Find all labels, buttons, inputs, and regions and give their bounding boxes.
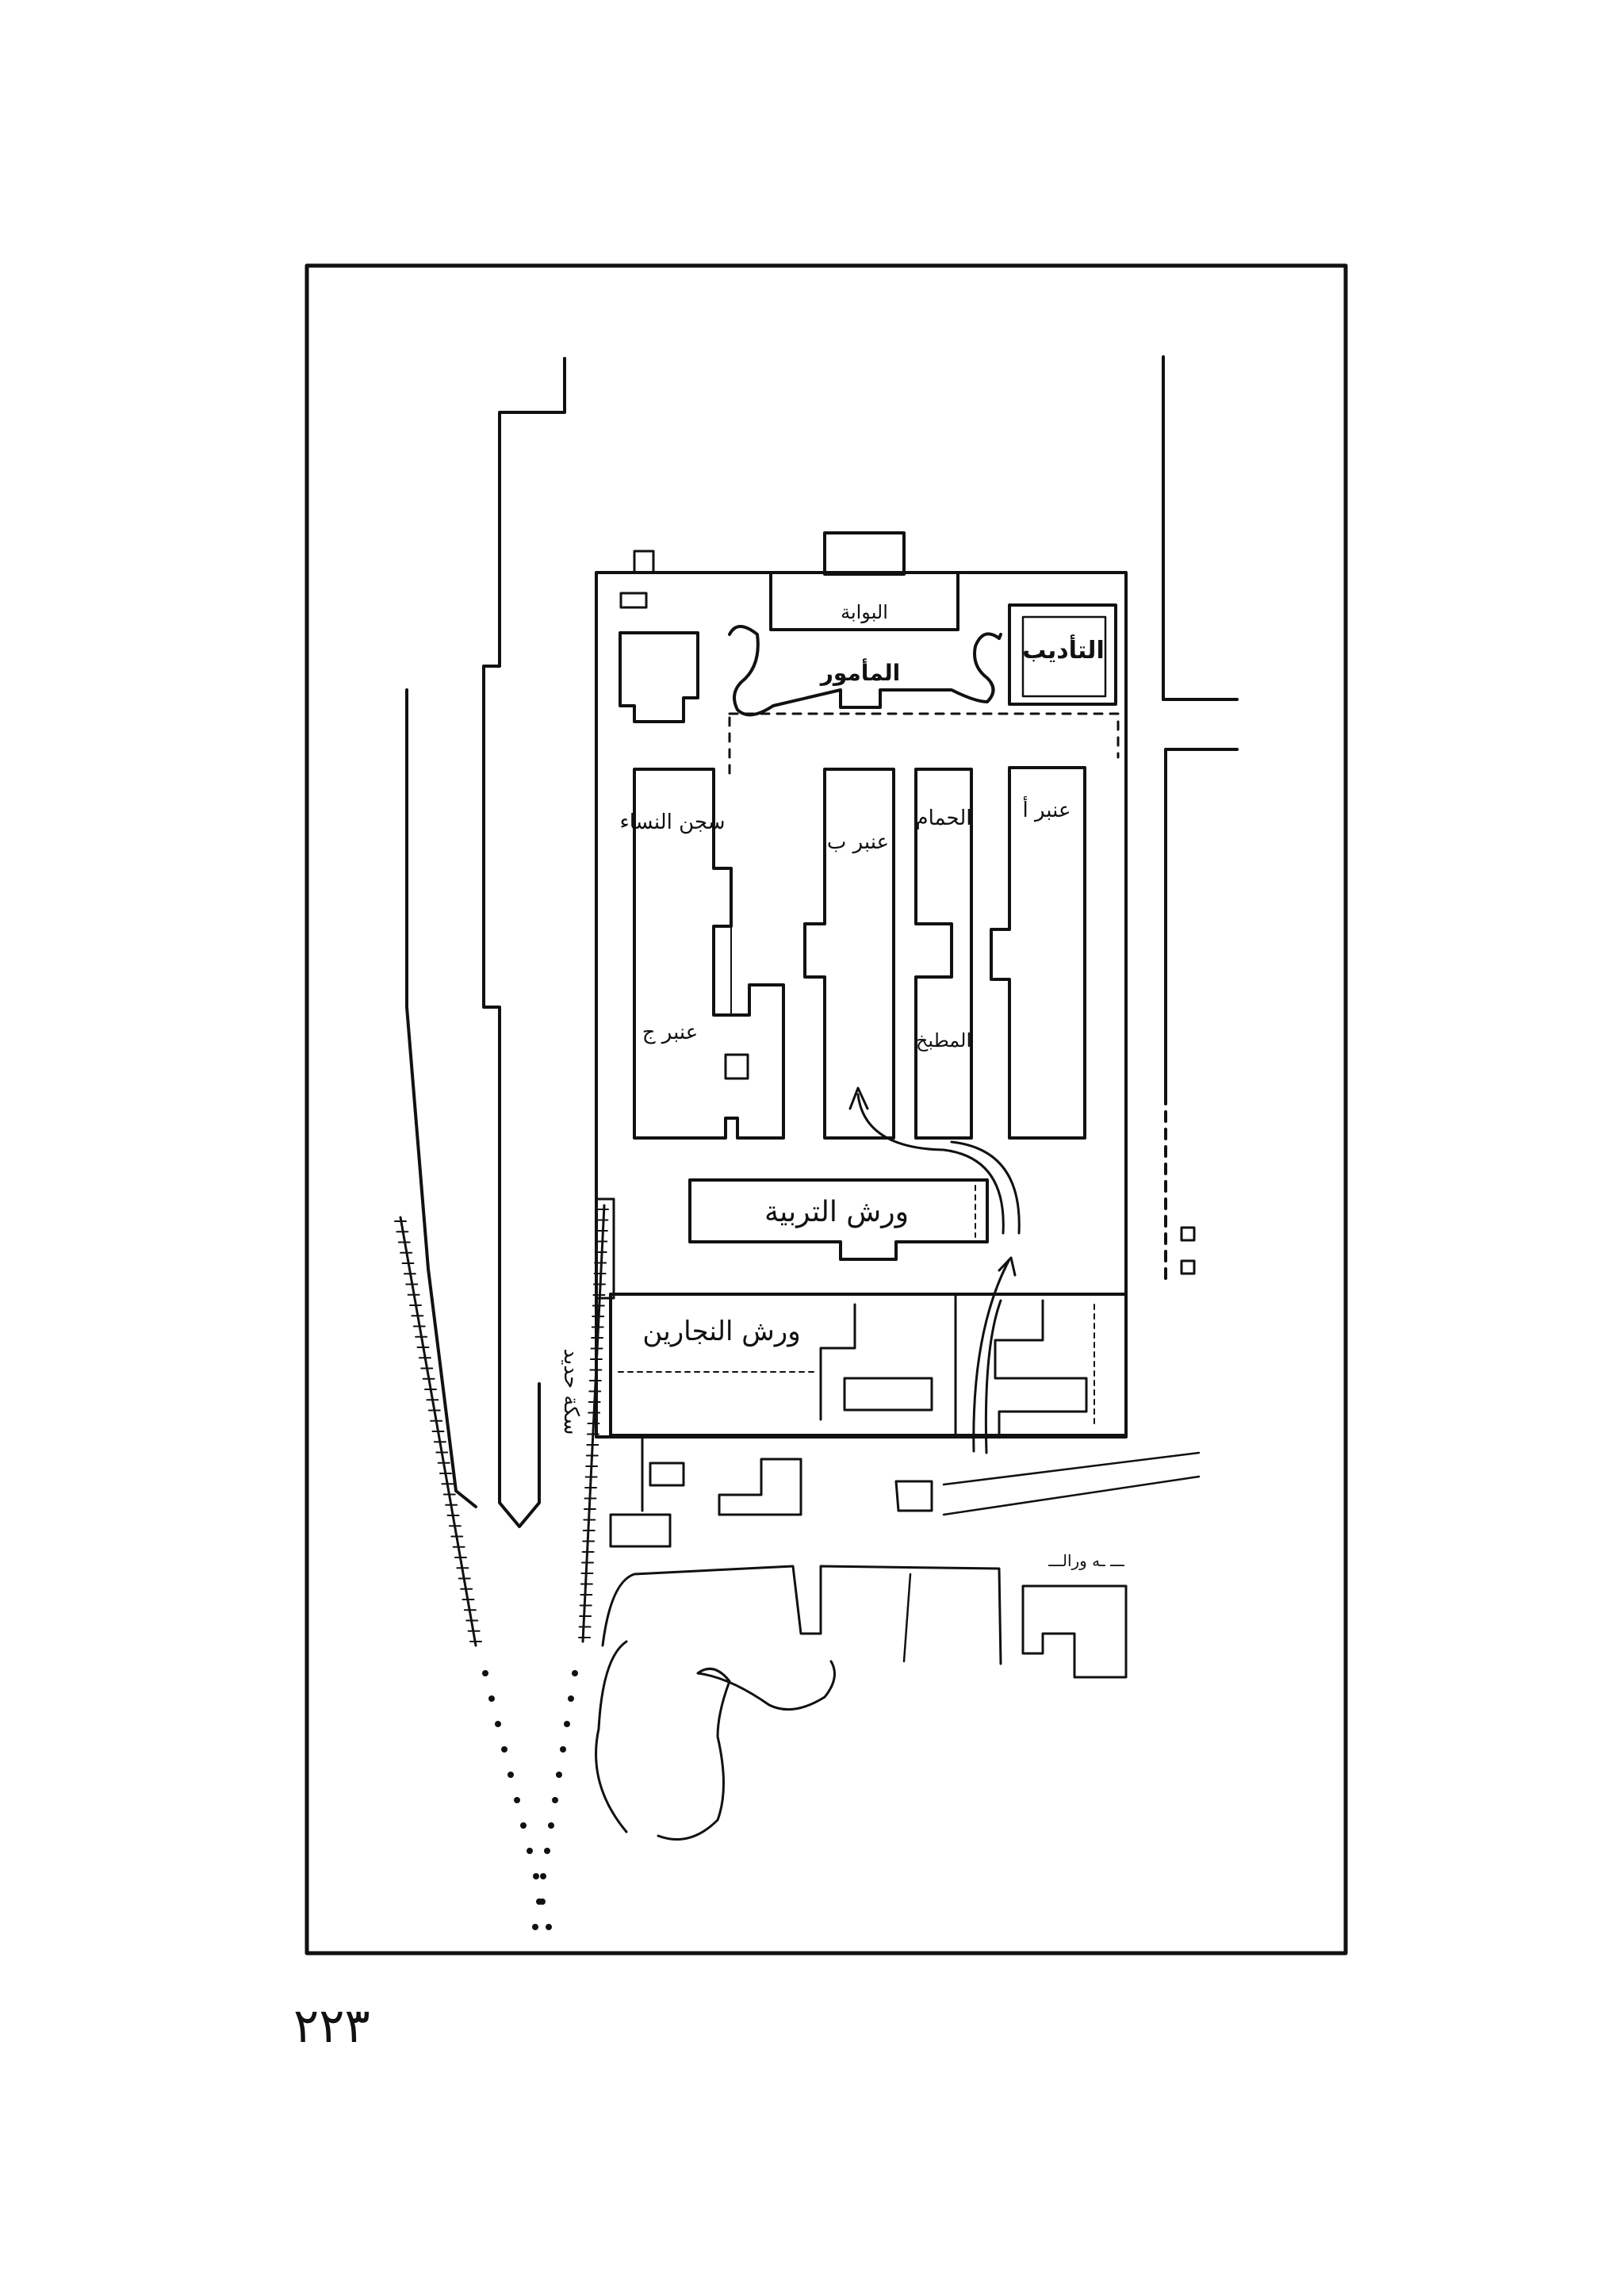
carpentry-outline — [819, 1303, 856, 1421]
right-workshop-outline — [994, 1299, 1088, 1437]
arrow-head-lower — [998, 1256, 1017, 1277]
railway-dot — [501, 1746, 508, 1753]
lower-outside-outline — [601, 1565, 1002, 1665]
road-line-1 — [942, 1451, 1201, 1486]
inner-dashed-boundary — [728, 712, 1120, 759]
label-gate: البوابة — [841, 601, 888, 623]
label-street-note: ـــ ـه ورالـــ — [1048, 1551, 1125, 1570]
guard-box — [619, 592, 648, 609]
pond-outline — [595, 1640, 836, 1841]
road-line-2 — [942, 1475, 1201, 1516]
arrow-path-upper-2 — [950, 1140, 1021, 1235]
corner-post — [633, 550, 655, 574]
carpentry-bench — [843, 1377, 933, 1412]
discipline-block-outer — [1008, 603, 1117, 706]
railway-dot — [527, 1848, 533, 1854]
railway-dot — [536, 1898, 542, 1905]
label-discipline: التأديب — [1022, 634, 1104, 665]
railway-dot — [546, 1924, 552, 1930]
warden-building — [728, 625, 1002, 717]
weaving-workshop-building — [688, 1178, 989, 1261]
outside-building-3 — [894, 1480, 933, 1512]
railway-dots — [482, 1670, 578, 1930]
label-ward-a: عنبر أ — [1022, 795, 1071, 822]
railway-dot — [495, 1721, 501, 1727]
railway-dot — [514, 1797, 520, 1803]
railway-dot — [544, 1848, 550, 1854]
railway-dot — [520, 1822, 527, 1829]
right-small-box-1 — [1180, 1226, 1196, 1242]
railway-dot — [548, 1822, 554, 1829]
arrow-path-lower-2 — [984, 1299, 1002, 1454]
railway-dot — [532, 1924, 538, 1930]
label-kitchen: المطبخ — [916, 1029, 971, 1052]
outer-frame — [304, 263, 1348, 1956]
arrow-head-upper — [848, 1086, 869, 1110]
lower-right-building — [1021, 1584, 1128, 1679]
right-small-box-2 — [1180, 1259, 1196, 1275]
railway-dot — [568, 1695, 574, 1702]
gate-tower — [823, 531, 906, 576]
railway-dot — [572, 1670, 578, 1676]
outside-building-1 — [649, 1462, 685, 1487]
page-number: ٢٢٣ — [293, 1998, 370, 2054]
left-curved-strip — [405, 688, 477, 1508]
compound-wall — [595, 571, 1128, 1439]
ward-a-building — [990, 766, 1086, 1140]
label-bath: الحمام — [916, 806, 972, 830]
railway-dot — [552, 1797, 558, 1803]
outside-building-4 — [609, 1513, 672, 1548]
railway-dot — [533, 1873, 539, 1879]
railway-ticks-left — [394, 1220, 482, 1642]
railway-dot — [540, 1873, 546, 1879]
arrow-path-upper — [856, 1093, 1005, 1235]
railway-dot — [564, 1721, 570, 1727]
bath-kitchen-building — [914, 768, 973, 1140]
lower-workshops-block — [609, 1293, 1128, 1437]
label-warden: المأمور — [819, 658, 900, 686]
women-prison-ward-j-building — [633, 768, 785, 1140]
ward-b-building — [803, 768, 895, 1140]
label-railway: سكة حديد — [559, 1349, 583, 1435]
railway-dot — [508, 1772, 514, 1778]
railway-dot — [556, 1772, 562, 1778]
label-carpentry-workshop: ورش النجارين — [642, 1316, 800, 1347]
left-gate-post — [595, 1197, 615, 1300]
discipline-block-inner — [1021, 615, 1107, 698]
railway-ticks-right — [578, 1209, 609, 1638]
outside-building-2 — [718, 1458, 802, 1516]
label-ward-b: عنبر ب — [827, 830, 889, 854]
railway-dot — [488, 1695, 495, 1702]
railway-dot — [560, 1746, 566, 1753]
ward-j-small-square — [724, 1053, 749, 1080]
arrow-path-lower — [972, 1259, 1010, 1453]
lower-outside-line — [902, 1573, 912, 1663]
gate-building — [769, 571, 959, 631]
railway-dot — [482, 1670, 488, 1676]
label-women-prison: سجن النساء — [620, 810, 726, 834]
label-weaving-workshop: ورش التربية — [764, 1196, 909, 1228]
label-ward-j: عنبر ج — [642, 1021, 699, 1044]
top-left-block — [619, 631, 699, 723]
left-stepped-boundary — [482, 357, 566, 1528]
